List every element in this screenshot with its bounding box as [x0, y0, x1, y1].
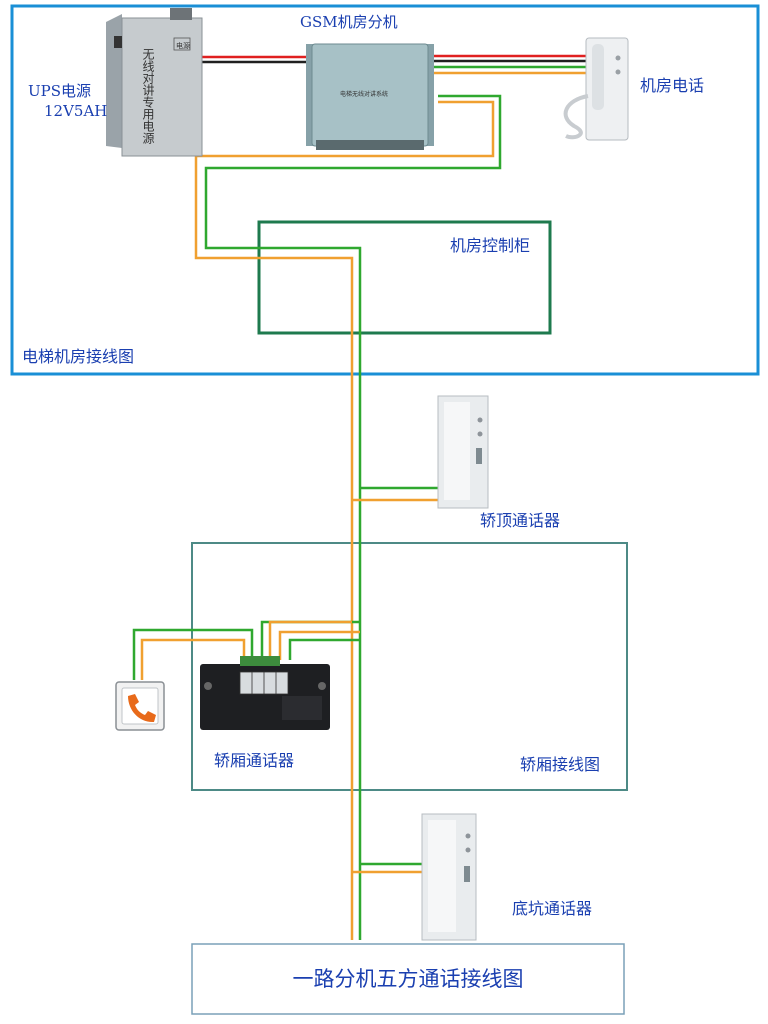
ups-power-unit: 无线对讲专用电源 电源 — [106, 8, 203, 157]
trunk-wire-green-upper — [204, 94, 502, 940]
pit-intercom-handset — [428, 820, 456, 932]
car-intercom-label: 轿厢通话器 — [214, 751, 294, 770]
ups-device-text: 无线对讲专用电源 — [141, 48, 155, 145]
ups-label: UPS电源 — [28, 82, 91, 100]
car-intercom-connector — [240, 656, 280, 666]
ups-spec-label: 12V5AH — [44, 102, 107, 120]
car-top-intercom-tag — [476, 448, 482, 464]
ups-badge: 电源 — [176, 41, 190, 50]
machine-room-phone-label: 机房电话 — [640, 76, 704, 95]
car-intercom-unit — [200, 656, 330, 730]
ups-badge-box — [173, 37, 191, 51]
pit-intercom-label: 底坑通话器 — [512, 899, 592, 918]
gsm-base — [316, 140, 424, 150]
footer-title: 一路分机五方通话接线图 — [293, 967, 524, 991]
car-wire-green-2 — [288, 638, 360, 660]
phone-cord — [563, 94, 589, 140]
phone-button-1 — [615, 55, 621, 61]
phone-handset-icon — [128, 694, 156, 723]
pit-intercom — [421, 813, 477, 941]
car-call-button — [115, 681, 165, 731]
ups-box-side — [106, 14, 122, 148]
pit-intercom-tag — [464, 866, 470, 882]
pit-intercom-button-1 — [465, 833, 471, 839]
button-wire-orange — [140, 638, 246, 680]
machine-room-frame — [10, 4, 760, 376]
car-intercom-screw-2 — [318, 682, 326, 690]
pit-intercom-button-2 — [465, 847, 471, 853]
car-wire-orange-2 — [278, 630, 360, 660]
car-intercom-plate — [282, 696, 322, 720]
gsm-device-text: 电梯无线对讲系统 — [340, 90, 388, 98]
footer-frame — [191, 943, 625, 1015]
machine-room-diagram-label: 电梯机房接线图 — [22, 347, 134, 366]
car-top-intercom-handset — [444, 402, 470, 500]
phone-handset — [592, 44, 604, 110]
car-top-intercom-button-1 — [477, 417, 483, 423]
gsm-label: GSM机房分机 — [300, 13, 398, 31]
car-diagram-label: 轿厢接线图 — [520, 755, 600, 774]
ups-box — [121, 17, 203, 157]
car-frame — [191, 542, 628, 791]
car-top-intercom-button-2 — [477, 431, 483, 437]
control-cabinet-label: 机房控制柜 — [450, 236, 530, 255]
gsm-unit: 电梯无线对讲系统 — [306, 43, 434, 150]
button-wire-green — [132, 628, 254, 680]
control-cabinet-box — [257, 220, 552, 335]
ups-switch — [114, 36, 122, 48]
car-wire-orange — [268, 620, 352, 660]
wiring — [132, 54, 600, 940]
car-top-intercom-label: 轿顶通话器 — [480, 511, 560, 530]
machine-room-phone — [563, 37, 629, 141]
ups-handle — [170, 8, 192, 20]
car-top-intercom — [437, 395, 489, 509]
phone-button-2 — [615, 69, 621, 75]
car-intercom-screw-1 — [204, 682, 212, 690]
